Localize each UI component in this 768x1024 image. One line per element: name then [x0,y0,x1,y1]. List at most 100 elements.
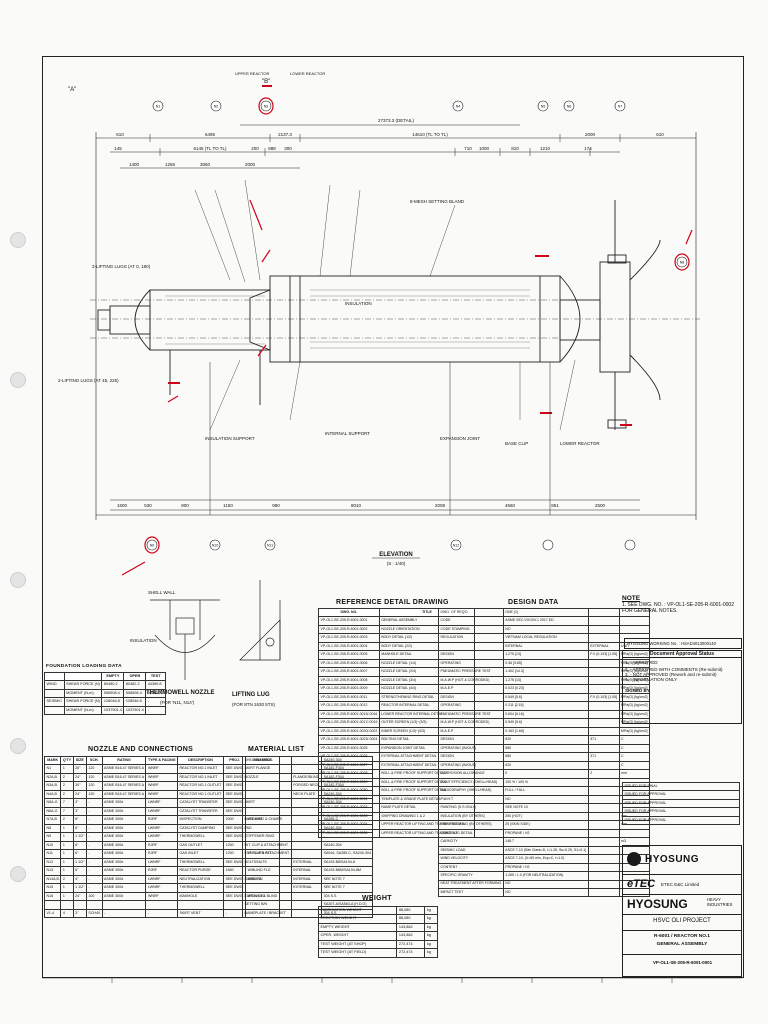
table-cell: - [85,832,103,842]
table-cell: ASME 300# [101,806,147,817]
table-cell: kg [424,931,438,941]
table-cell: GASKETS [242,874,292,885]
column-header: DWG. NO. [318,607,380,618]
table-cell: SEISMIC [44,697,65,707]
table-cell: MOMENT (N-m) [63,688,103,699]
table-cell: GAS OUTLET [177,840,225,851]
table-cell: 620 [502,735,589,745]
table-cell: 4 [60,908,74,919]
table-cell: 2 [60,815,74,825]
table-cell: 0.163 [1.66] [502,726,589,737]
nozzle-mark: N6 [567,105,572,109]
table-cell: 0.549 [5.6] [502,718,589,728]
table-cell: REACTOR NO.1 INLET [177,764,225,774]
table-cell: ASME 300# [101,832,147,842]
dim-bottom: 2008 [435,503,446,508]
table-cell: N13 [43,866,62,876]
table-cell: PAD [242,823,292,834]
table-cell: FULL / FULL [502,786,589,796]
mesh-setting-label: 8-MESH SETTING BLAND [410,199,465,204]
table-cell: - [145,908,179,919]
table-cell: ASME 300# [101,866,147,876]
table-cell [587,837,620,847]
table-cell: N11 [43,849,62,859]
table-cell: - [85,806,103,817]
table-cell: 6" [72,866,87,876]
dim-total: 27373.3 (DETAIL) [378,118,414,123]
table-cell: 1.402 [14.3] [502,667,589,677]
punch-hole [10,738,26,754]
table-cell: VP-OL1-SE-205-R-6001-0027 [318,760,380,771]
table-cell: INSULATION (BY OTHERS) [438,811,504,822]
table-cell: VP-OL1-SE-205-R-6001-0029 [318,777,380,788]
table-cell: 371 [587,735,620,745]
table-cell: PNEUMATIC PRESSURE TEST [438,709,504,720]
table-cell: 120 [85,789,103,800]
table-cell [587,811,620,822]
approval-line: 2. - APPROVED WITH COMMENTS (Re-submit) [625,667,723,672]
table-cell: 580 [502,743,589,754]
punch-hole [10,866,26,882]
table-cell: VP-OL1-SE-205-R-6001-0025 [318,743,380,754]
table-cell [587,616,620,626]
etec-subtitle: ETEC E&C Limited [661,882,700,887]
punch-hole [10,232,26,248]
table-cell: VP-OL1-SE-205-R-6001-0033 [318,811,380,822]
dim-second: 200 [251,146,259,151]
table-cell: VP-OL1-SE-205-R-6001-0005 [318,650,380,660]
dim-second: 888 [268,146,276,151]
note-line: FOR GENERAL NOTES. [622,608,678,614]
table-cell: ASCE 7-10, (V=50 m/s, Exp=C, I=1.0) [502,854,589,864]
shell-wall-label: SHELL WALL [148,590,176,595]
table-cell: ISSUED FOR FINAL [622,781,740,792]
table-cell: 1 [60,823,74,834]
table-cell: CAPACITY [438,837,504,847]
table-cell: 2 [587,769,620,779]
table-cell: 0.549 [5.6] [502,692,589,703]
table-cell: 24" [72,772,87,783]
table-cell: ISSUED FOR APPROVAL [622,807,740,817]
table-cell: SA240-304 [321,840,374,851]
table-cell: N1 [43,764,62,774]
column-header [63,671,103,682]
table-cell [145,900,179,910]
table-cell: 1.275 [13] [502,650,589,660]
table-cell: 128046.8 [101,697,125,707]
table-cell [587,803,620,813]
elevation-scale: (S : 1/40) [387,561,406,566]
table-cell: EXT. CLIP & ATTACHMENT [242,849,292,859]
table-cell: OPER. WEIGHT [317,931,398,941]
table-cell: TEST WEIGHT (AT FIELD) [317,948,398,958]
table-cell: DESIGN [438,650,504,660]
weight-title: WEIGHT [362,895,392,902]
table-cell: OPERATING (IN/OUT) [438,760,504,771]
column-header: DESCRIPTION [177,755,225,766]
table-cell: CORROSION ALLOWANCE [438,769,504,779]
table-cell: VP-OL1-SE-205-R-6001-0008 [318,675,380,686]
table-cell: IMPACT TEST [438,887,504,898]
table-cell: OPERATING (IN/OUT) [438,743,504,754]
table-cell: WNRF [145,781,179,791]
table-cell: kg [424,948,438,958]
table-cell: 1037901.4 [123,705,147,716]
table-cell: HEAT TREATMENT AFTER FORMING [438,879,504,890]
table-cell: 100 [85,891,103,902]
table-cell: VP-OL1-SE-205-R-6001-0030 [318,786,380,796]
dim-bottom: 530 [144,503,152,508]
table-cell: N12 [43,857,62,868]
table-row: JOINT EFFICIENCY (SHELL/HEAD)100 % / 100… [438,777,651,788]
table-cell: 0 [502,769,589,779]
dim-third: 3060 [200,162,211,167]
approval-line: 3. - NOT APPROVED (Rework and re-submit) [625,672,717,677]
drawing-title: GENERAL ASSEMBLY [656,942,708,947]
table-row: INSULATION (BY OTHERS)250 (HOT)mm [438,811,651,822]
column-header: MARK [43,755,62,766]
dim-second: 145 [114,146,122,151]
table-cell: 8" [72,840,87,851]
